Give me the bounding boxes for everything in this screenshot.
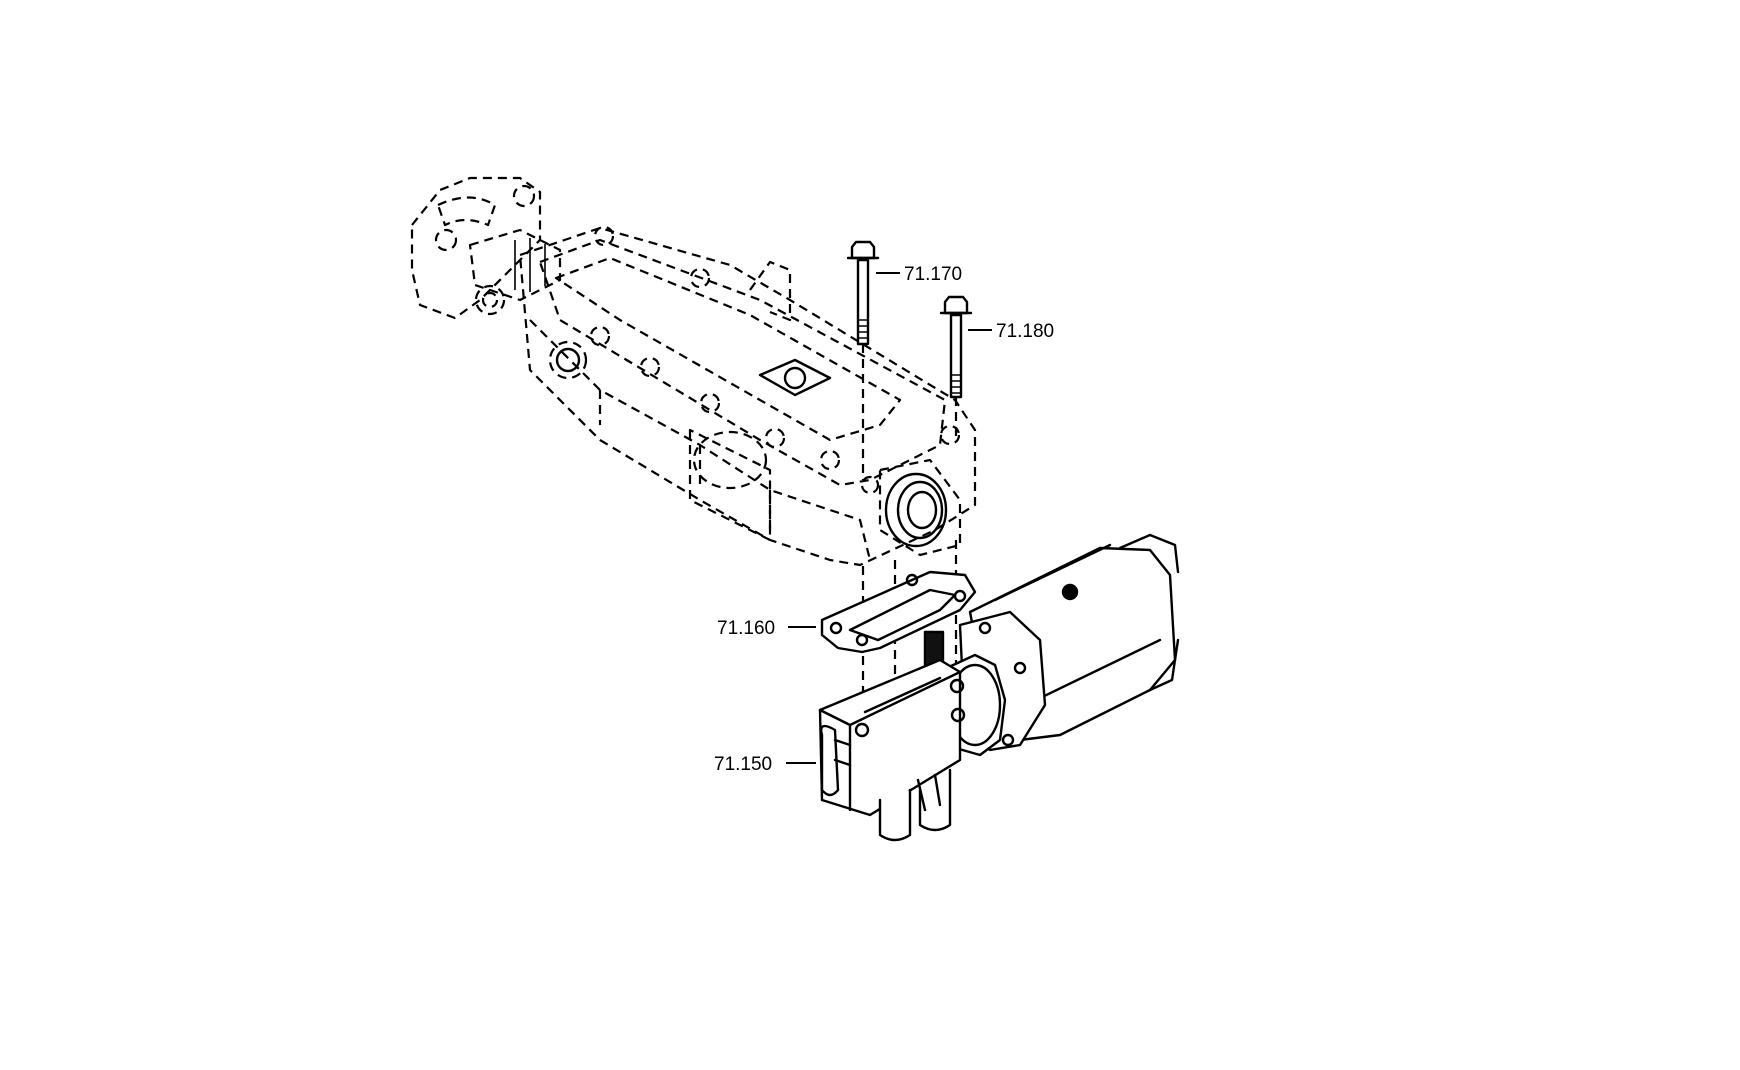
callout-label-actuator-housing: 71.150 — [714, 754, 772, 775]
callout-label-bolt-long: 71.170 — [904, 264, 962, 285]
callout-label-bolt-short: 71.180 — [996, 321, 1054, 342]
callout-71-180: 71.180 — [968, 321, 1054, 342]
gasket — [820, 570, 977, 654]
callout-label-gasket: 71.160 — [717, 618, 775, 639]
callout-71-160: 71.160 — [717, 618, 816, 639]
callout-71-170: 71.170 — [876, 264, 962, 285]
actuator-assembly — [818, 533, 1180, 842]
bolt-short — [939, 295, 973, 438]
transmission-housing-phantom — [410, 176, 977, 567]
bolt-long — [846, 240, 880, 480]
callout-71-150: 71.150 — [714, 754, 816, 775]
